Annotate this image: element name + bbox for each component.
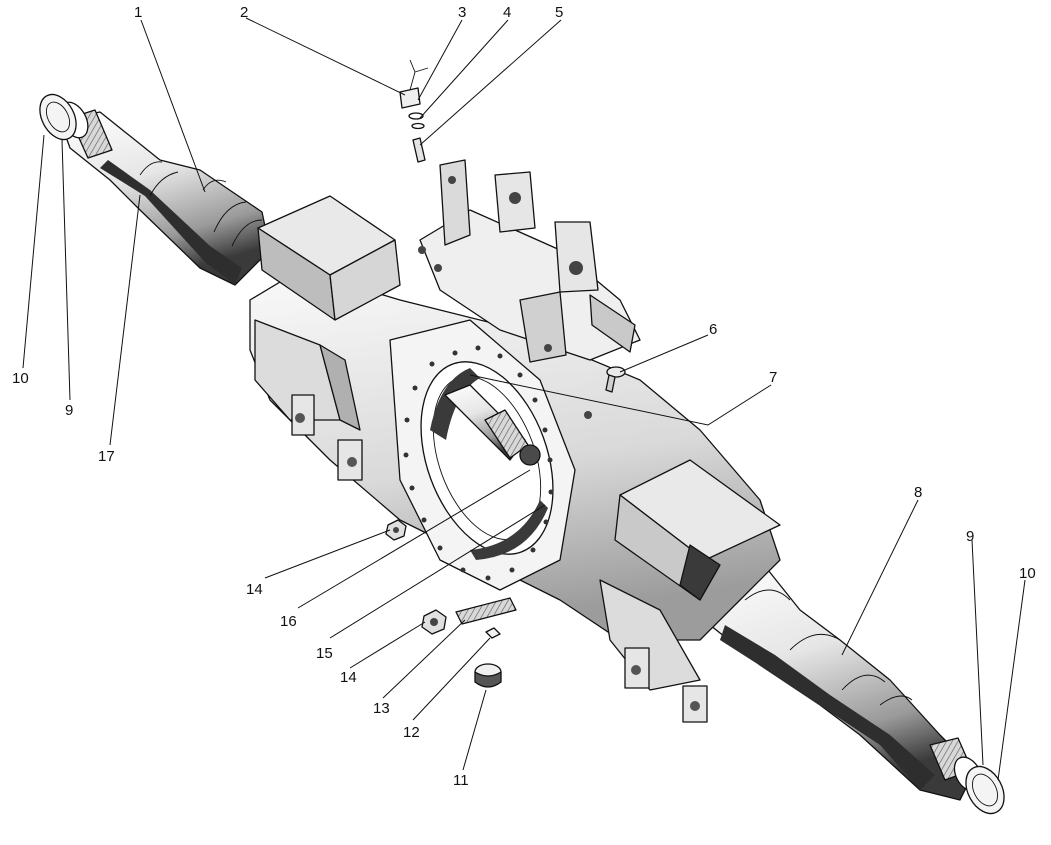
callout-9-right: 9 xyxy=(966,528,974,545)
top-mounting-bracket xyxy=(418,159,641,419)
callout-4: 4 xyxy=(503,4,511,21)
callout-15: 15 xyxy=(316,645,333,662)
callout-3: 3 xyxy=(458,4,466,21)
callout-6: 6 xyxy=(709,321,717,338)
stud-part xyxy=(455,597,517,625)
right-axle-shaft xyxy=(699,559,1005,815)
callout-12: 12 xyxy=(403,724,420,741)
callout-16: 16 xyxy=(280,613,297,630)
callout-5: 5 xyxy=(555,4,563,21)
callout-8: 8 xyxy=(914,484,922,501)
callout-11: 11 xyxy=(453,772,469,789)
breather-pin-part xyxy=(412,137,426,163)
axle-housing xyxy=(249,195,781,723)
callout-14-lower: 14 xyxy=(340,669,357,686)
callout-9-left: 9 xyxy=(65,402,73,419)
breather-cap-part xyxy=(399,59,429,109)
callout-numbers: 1 2 3 4 5 6 7 8 9 9 10 10 11 12 13 14 14… xyxy=(12,4,1036,789)
left-axle-shaft xyxy=(39,93,271,286)
bolt-part-6 xyxy=(605,366,626,393)
callout-10-right: 10 xyxy=(1019,565,1036,582)
callout-2: 2 xyxy=(240,4,248,21)
leader-lines xyxy=(22,17,1026,781)
callout-17: 17 xyxy=(98,448,115,465)
callout-7: 7 xyxy=(769,369,777,386)
callout-13: 13 xyxy=(373,700,390,717)
plug-part xyxy=(474,663,502,688)
washer-part-12 xyxy=(485,627,501,639)
callout-1: 1 xyxy=(134,4,142,21)
callout-10-left: 10 xyxy=(12,370,29,387)
washer-parts xyxy=(408,112,425,130)
callout-14-upper: 14 xyxy=(246,581,263,598)
nut-part-upper xyxy=(385,519,407,541)
nut-part-lower xyxy=(421,609,447,635)
